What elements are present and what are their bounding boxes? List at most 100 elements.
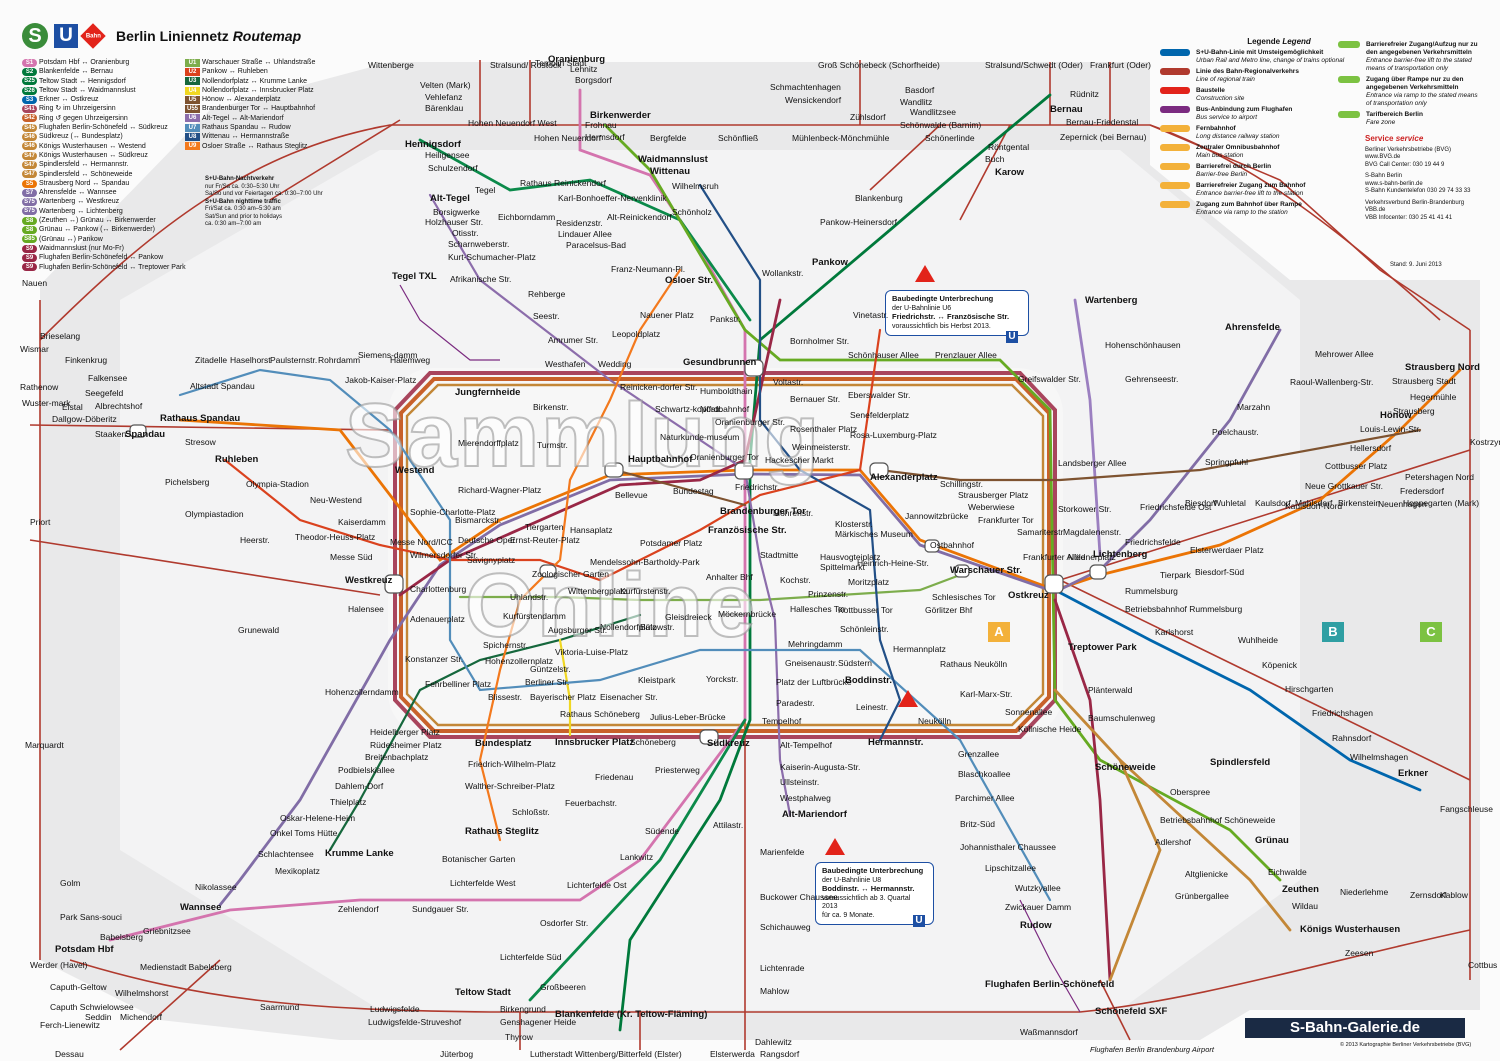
line-badge: S9 (22, 263, 37, 272)
station-label-boddinstr: Boddinstr. (845, 675, 892, 686)
sbahn-lines (108, 88, 1462, 1032)
station-label-luth: Lutherstadt Wittenberg/Bitterfeld (Elste… (530, 1049, 682, 1059)
station-label-jakob-kaiser: Jakob-Kaiser-Platz (345, 375, 416, 385)
line-u55 (613, 468, 747, 507)
station-label-bernau: Bernau (1050, 104, 1083, 115)
station-label-templin: Templin Stadt (535, 58, 587, 68)
line-route-text: Warschauer Straße ↔ Uhlandstraße (202, 59, 316, 66)
station-label-hennigsdorf: Hennigsdorf (405, 139, 462, 150)
sbahn-logo: S (22, 23, 48, 49)
station-label-marquardt: Marquardt (25, 740, 64, 750)
line-route-text: Erkner ↔ Ostkreuz (39, 96, 99, 104)
line-badge: S25 (22, 77, 37, 86)
station-label-naturkunde: Naturkunde-museum (660, 432, 739, 442)
station-label-marzahn: Marzahn (1237, 402, 1270, 412)
station-label-karl-marx: Karl-Marx-Str. (960, 689, 1012, 699)
station-label-olympia-stadion: Olympia-Stadion (246, 479, 309, 489)
bus-x7 (1019, 899, 1081, 1013)
station-label-veltelland: Vehlefanz (425, 92, 462, 102)
line-route-text: Brandenburger Tor ↔ Hauptbahnhof (202, 105, 316, 113)
line-u9 (478, 268, 682, 842)
station-label-zeuthen: Zeuthen (1282, 884, 1319, 895)
station-label-grossbeeren: Großbeeren (540, 982, 586, 992)
line-s8 (603, 123, 1282, 882)
station-label-hackescher: Hackescher Markt (765, 455, 834, 465)
interchange-friedrichstr (734, 462, 754, 480)
station-label-schlachtensee: Schlachtensee (258, 849, 314, 859)
station-label-friedenau: Friedenau (595, 772, 634, 782)
station-label-bismarck: Bismarckstr. (455, 515, 501, 525)
station-label-rathaus-reinickendorf: Rathaus Reinickendorf (520, 178, 607, 188)
station-label-onkel-toms: Onkel Toms Hütte (270, 828, 338, 838)
station-label-brandenburger-tor: Brandenburger Tor (720, 506, 806, 517)
line-route-text: Südkreuz (↔ Bundesplatz) (39, 133, 123, 141)
line-u4 (558, 638, 572, 737)
station-label-dallgow: Dallgow-Döberitz (52, 414, 117, 424)
station-label-thyrow: Thyrow (505, 1032, 534, 1042)
line-route-text: Strausberg Nord ↔ Spandau (39, 179, 130, 187)
station-label-prinzenstr: Prinzenstr. (808, 589, 848, 599)
station-label-schoenefeld-sxf: Schönefeld SXF (1095, 1006, 1168, 1017)
station-label-buch: Buch (985, 154, 1005, 164)
station-label-rudow: Rudow (1020, 920, 1052, 931)
line-u8 (698, 183, 902, 742)
station-label-schoenfliess: Schönfließ (718, 133, 758, 143)
station-label-schoeneberg: Schöneberg (630, 737, 676, 747)
station-label-raoul: Raoul-Wallenberg-Str. (1290, 377, 1373, 387)
station-label-mehrower: Mehrower Allee (1315, 349, 1374, 359)
station-label-alt-mariendorf: Alt-Mariendorf (782, 809, 848, 820)
station-label-friedrichshagen: Friedrichshagen (1312, 708, 1373, 718)
station-label-gleisdreieck: Gleisdreieck (665, 612, 713, 622)
line-badge: S75 (22, 198, 37, 207)
station-label-guentzelstr: Güntzelstr. (530, 664, 571, 674)
station-label-landsberger: Landsberger Allee (1058, 458, 1127, 468)
station-label-lichterfelde-sued: Lichterfelde Süd (500, 952, 562, 962)
legend-symbol (1160, 68, 1190, 75)
station-label-karl-bonhoeffer: Karl-Bonhoeffer-Nervenklinik (558, 193, 667, 203)
line-badge: S47 (22, 151, 37, 160)
station-label-sophie-charlotte: Sophie-Charlotte-Platz (410, 507, 496, 517)
legend-text: Zugang über Rampe nur zu den angegebenen… (1366, 76, 1478, 107)
station-label-friedrichstr: Friedrichstr. (735, 482, 779, 492)
station-label-cottbus: Cottbus (1468, 960, 1497, 970)
line-s3 (1053, 588, 1422, 792)
station-label-heinrich-heine: Heinrich-Heine-Str. (857, 558, 929, 568)
station-label-petershagen: Petershagen Nord (1405, 472, 1474, 482)
station-label-plaenterwald: Plänterwald (1088, 685, 1133, 695)
legend-symbol (1160, 201, 1190, 208)
station-label-rohrdamm: Rohrdamm (318, 355, 360, 365)
airport-caption: Flughafen Berlin Brandenburg Airport (1090, 1045, 1214, 1054)
station-label-springpfuhl: Springpfuhl (1205, 457, 1248, 467)
regional-line (69, 959, 1080, 1013)
station-label-bellevue: Bellevue (615, 490, 648, 500)
station-label-dessau: Dessau (55, 1049, 84, 1059)
station-label-mehringdamm: Mehringdamm (788, 639, 842, 649)
station-label-babelsberg: Babelsberg (100, 932, 143, 942)
station-label-lichterfelde-ost: Lichterfelde Ost (567, 880, 627, 890)
station-label-suedende: Südende (645, 826, 679, 836)
station-label-baumschulenweg: Baumschulenweg (1088, 713, 1155, 723)
station-label-theodor-heuss: Theodor-Heuss-Platz (295, 532, 375, 542)
line-route-text: Königs Wusterhausen ↔ Westend (39, 142, 146, 150)
line-badge: S3 (22, 95, 37, 104)
regional-line (29, 539, 381, 596)
station-label-hoppegarten: Hoppegarten (Mark) (1403, 498, 1479, 508)
station-label-lindauer: Lindauer Allee (558, 229, 612, 239)
station-label-rathaus-schoeneberg: Rathaus Schöneberg (560, 709, 640, 719)
line-badge: S2 (22, 67, 37, 76)
station-label-hausvogtei: Hausvogteiplatz (820, 552, 880, 562)
legend-right-items: Barrierefreier Zugang/Aufzug nur zu den … (1338, 38, 1478, 130)
station-label-sonnenallee: Sonnenallee (1005, 707, 1053, 717)
